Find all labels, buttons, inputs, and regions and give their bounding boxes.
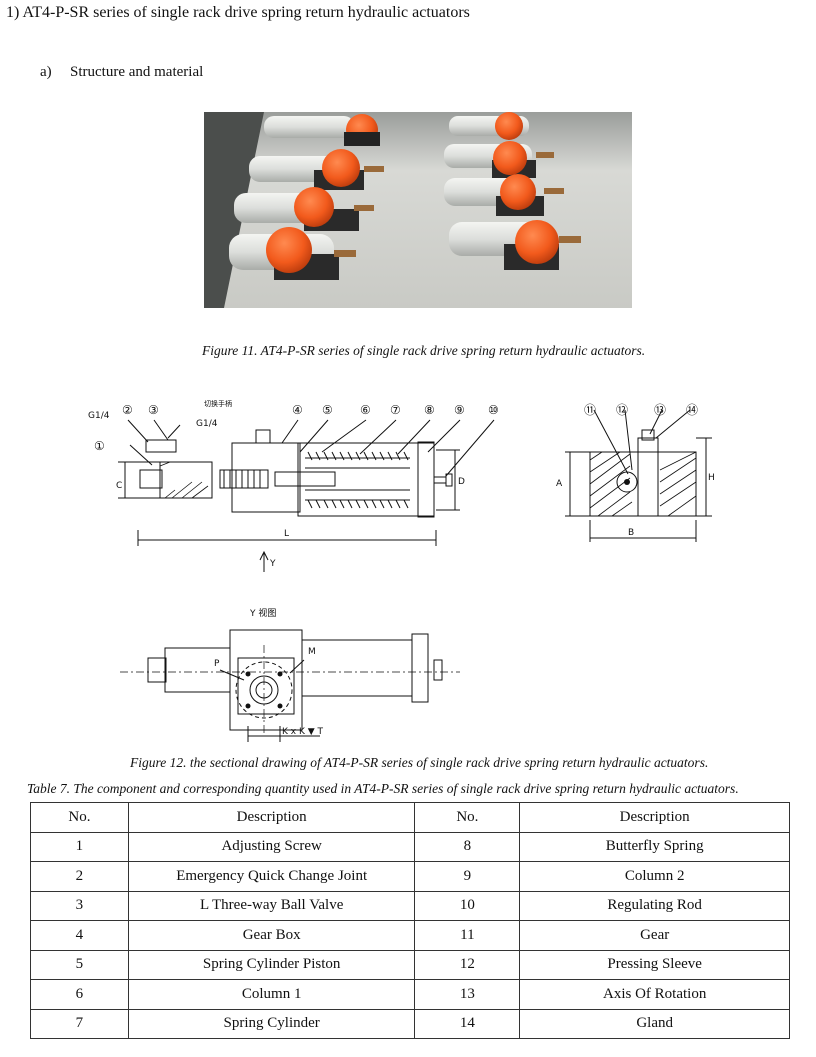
parts-table: No. Description No. Description 1 Adjust… [30,802,790,1039]
dim-a-label: A [556,479,563,489]
table-cell: Adjusting Screw [127,831,416,862]
callout-7: ⑦ [390,403,401,417]
callout-10: ⑩ [488,403,499,417]
subsection-title: Structure and material [70,64,204,80]
header-description-2: Description [519,802,790,833]
table-cell: Emergency Quick Change Joint [127,861,416,892]
table-cell: Spring Cylinder Piston [127,949,416,980]
table-row: 3 L Three-way Ball Valve 10 Regulating R… [30,890,790,921]
table-cell: 5 [30,949,129,980]
table-cell: L Three-way Ball Valve [127,890,416,921]
table-cell: 1 [30,831,129,862]
table-cell: 13 [414,979,521,1010]
table-cell: 3 [30,890,129,921]
table-cell: 11 [414,920,521,951]
table-cell: 2 [30,861,129,892]
sectional-drawing: G1/4 G1/4 切换手柄 C L D A B H Y Y 视图 P M K … [88,399,715,742]
table-cell: Axis Of Rotation [519,979,790,1010]
figure-11-caption: Figure 11. AT4-P-SR series of single rac… [202,343,646,358]
view-y-label: Y 视图 [249,607,276,619]
section-heading: 1) AT4-P-SR series of single rack drive … [6,4,470,21]
callout-9: ⑨ [454,403,465,417]
table-cell: Gear [519,920,790,951]
callout-8: ⑧ [424,403,435,417]
table-cell: Gland [519,1008,790,1039]
header-no-1: No. [30,802,129,833]
table-cell: Column 1 [127,979,416,1010]
callout-numbers-main: ① ② ③ ④ ⑤ ⑥ ⑦ ⑧ ⑨ ⑩ ⑪ ⑫ ⑬ ⑭ [94,403,698,453]
handle-note: 切换手柄 [204,399,232,408]
dim-m-label: M [308,647,316,657]
table-cell: Pressing Sleeve [519,949,790,980]
port-label-left: G1/4 [88,411,110,421]
y-view-outline [229,629,303,731]
callout-6: ⑥ [360,403,371,417]
callout-13: ⑬ [654,403,666,417]
table-header-row: No. Description No. Description [30,802,790,833]
spring-stack [305,451,410,509]
callout-3: ③ [148,403,159,417]
table-cell: 4 [30,920,129,951]
callout-4: ④ [292,403,303,417]
table-cell: Gear Box [127,920,416,951]
table-cell: 7 [30,1008,129,1039]
table-cell: 6 [30,979,129,1010]
table-row: 5 Spring Cylinder Piston 12 Pressing Sle… [30,949,790,980]
dim-p-label: P [214,659,220,669]
table-cell: 12 [414,949,521,980]
table-row: 4 Gear Box 11 Gear [30,920,790,951]
table-cell: Butterfly Spring [519,831,790,862]
table-cell: 14 [414,1008,521,1039]
dim-l-label: L [284,529,289,539]
table-row: 7 Spring Cylinder 14 Gland [30,1008,790,1039]
header-no-2: No. [414,802,521,833]
dim-b-label: B [628,528,634,538]
dim-h-label: H [708,473,715,483]
subsection-heading: a) Structure and material [40,64,203,81]
port-label-right: G1/4 [196,419,218,429]
table-row: 6 Column 1 13 Axis Of Rotation [30,979,790,1010]
actuators-photo [204,112,632,308]
table-cell: Regulating Rod [519,890,790,921]
arrow-y-label: Y [269,559,276,569]
subsection-marker: a) [40,64,52,80]
callout-11: ⑪ [584,403,596,417]
table-cell: 9 [414,861,521,892]
callout-1: ① [94,439,105,453]
dim-d-label: D [458,477,465,487]
table-row: 1 Adjusting Screw 8 Butterfly Spring [30,831,790,862]
callout-14: ⑭ [686,403,698,417]
dim-c-label: C [116,481,122,491]
callout-2: ② [122,403,133,417]
table-cell: 8 [414,831,521,862]
table-row: 2 Emergency Quick Change Joint 9 Column … [30,861,790,892]
table-cell: Spring Cylinder [127,1008,416,1039]
table-7-caption: Table 7. The component and corresponding… [27,781,739,796]
table-cell: 10 [414,890,521,921]
actuators-photo-drawing [204,112,632,308]
dim-kkt-label: K x K ▼ T [282,727,323,737]
header-description-1: Description [127,802,416,833]
callout-12: ⑫ [616,403,628,417]
callout-5: ⑤ [322,403,333,417]
table-cell: Column 2 [519,861,790,892]
figure-12-caption: Figure 12. the sectional drawing of AT4-… [130,755,709,770]
